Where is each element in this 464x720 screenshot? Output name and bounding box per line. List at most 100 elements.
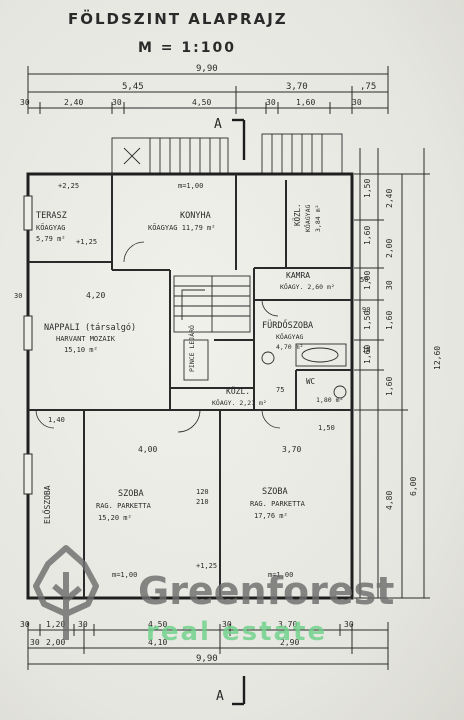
room-2-floor: RAG. PARKETTA [250,500,306,508]
room-corridor-mid-name: KÖZL. [226,386,250,396]
dim-bottom-b7: 30 [344,620,354,629]
room-wc-name: WC [306,377,315,386]
room-bathroom-name: FÜRDŐSZOBA [262,320,313,331]
watermark-tree-icon [33,545,99,640]
room-terrace-name: TERASZ [36,211,67,221]
room-pantry-name: KAMRA [286,271,310,280]
room-pantry-floor: KŐAGY. 2,60 m² [280,282,335,291]
small-dim-4: 75 [276,386,284,394]
door-swings [35,241,281,433]
room-2-area: 17,76 m² [254,512,288,520]
entry-dim-1: 1,40 [48,416,65,424]
dim-bottom-b4: 4,50 [148,620,167,629]
dim-right-r2: 1,60 [363,226,372,245]
dim-bottom-b5: 30 [222,620,232,629]
room-wc-area: 1,80 m² [316,396,343,404]
dim-right-r3: 2,40 [385,189,394,208]
plan-title: FÖLDSZINT ALAPRAJZ [68,9,288,28]
stairs-top [111,133,343,175]
dim-right-r6: 30 [385,280,394,290]
room-corridor-top-name: KÖZL. [293,203,302,226]
level-note-3: m=1,00 [268,571,293,579]
room-living-name: NAPPALI (társalgó) [44,322,136,333]
section-cut-bottom [232,676,246,706]
section-cut-top [232,118,246,160]
dim-top-r4: 4,50 [192,98,211,107]
room-1-width: 4,00 [138,445,157,454]
room-entry-name: ELŐSZOBA [42,485,52,524]
bathroom-fixtures [261,343,347,399]
watermark: Greenforest real estate [33,545,394,647]
dim-right-r1: 1,50 [363,179,372,198]
dim-right-r11: 4,80 [385,491,394,510]
dim-bottom-c4: 2,90 [280,638,299,647]
level-note-2: m=1,00 [112,571,137,579]
room-bathroom-floor: KŐAGYAG [276,332,303,341]
room-living-floor: HARVANT MOZAIK [56,335,116,343]
dim-right-r8: 1,60 [385,311,394,330]
dim-bottom-b2: 1,20 [46,620,65,629]
dim-top-r5: 30 [266,98,276,107]
room-kitchen-floor: KŐAGYAG 11,79 m² [148,223,215,232]
dim-top-r2: 2,40 [64,98,83,107]
terrace-level-1: +2,25 [58,182,79,190]
dim-bottom-b1: 30 [20,620,30,629]
dim-bottom-b3: 30 [78,620,88,629]
wall-dim: 30 [14,292,22,300]
outer-walls [26,172,354,600]
room-corridor-top-area: 3,84 m² [314,205,322,232]
dim-top-d2: 3,70 [286,82,308,92]
dim-bottom-c1: 30 [30,638,40,647]
room-2-name: SZOBA [262,487,288,497]
dim-top-r7: 30 [352,98,362,107]
terrace-level-2: +1,25 [76,238,97,246]
small-dim-3: 10 [362,346,370,354]
dimension-lines-top [27,66,389,114]
watermark-sub: real estate [146,617,327,647]
room-bathroom-area: 4,70 m² [276,343,303,351]
level-note-1: +1,25 [196,562,217,570]
entry-dim-2: 1,50 [318,424,335,432]
section-mark-top: A [214,117,222,132]
watermark-brand: Greenforest [138,569,394,613]
room-corridor-mid-floor: KŐAGY. 2,21 m² [212,398,267,407]
dim-top-d1: 5,45 [122,82,144,92]
small-dim-2: 90 [362,306,370,314]
dim-right-r4: 2,00 [385,239,394,258]
dim-top-r3: 30 [112,98,122,107]
dim-right-r10: 1,60 [385,377,394,396]
room-corridor-top-floor: KŐAGYAG [303,205,312,232]
dim-bottom-b6: 3,70 [278,620,297,629]
door-width: 120 [196,488,209,496]
dim-right-r12: 6,00 [409,477,418,496]
room-kitchen-name: KONYHA [180,211,211,221]
dim-right-r9: 1,60 [363,345,372,364]
plan-scale: M = 1:100 [138,40,236,56]
windows-left [23,195,33,495]
door-height: 210 [196,498,209,506]
dim-top-total: 9,90 [196,64,218,74]
section-mark-bottom: A [216,689,224,704]
kitchen-width: m=1,00 [178,182,203,190]
room-1-area: 15,20 m² [98,514,132,522]
dim-right-r7: 1,50 [363,311,372,330]
dim-bottom-c2: 2,00 [46,638,65,647]
dim-top-r1: 30 [20,98,30,107]
dim-bottom-c3: 4,10 [148,638,167,647]
dim-right-r5: 1,00 [363,271,372,290]
dim-bottom-total: 9,90 [196,654,218,664]
staircase-mid [173,275,251,381]
room-terrace-floor: KŐAGYAG [36,223,66,232]
dim-right-r13: 12,60 [433,346,442,370]
dim-top-r6: 1,60 [296,98,315,107]
dim-top-d3: ,75 [360,82,376,92]
room-terrace-area: 5,79 m² [36,235,66,243]
dimension-lines-right [354,148,430,599]
room-pince-name: PINCE LEJÁRÓ [187,325,196,372]
room-living-area: 15,10 m² [64,346,98,354]
room-1-floor: RAG. PARKETTA [96,502,152,510]
living-width: 4,20 [86,291,105,300]
room-1-name: SZOBA [118,489,144,499]
